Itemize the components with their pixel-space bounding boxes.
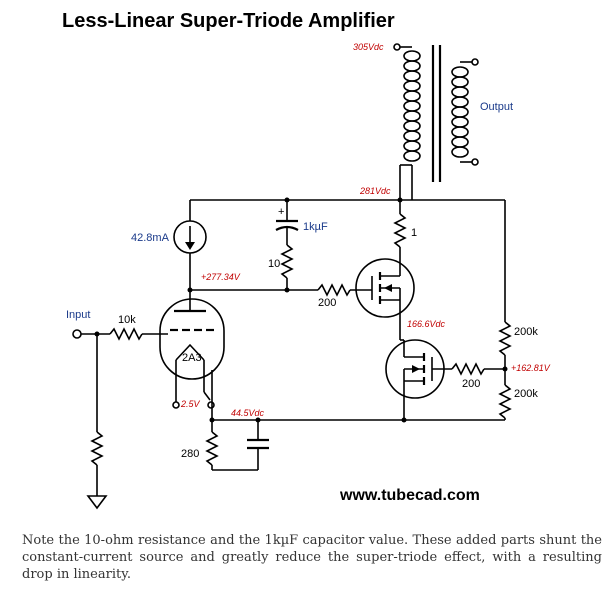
input-label: Input (66, 309, 90, 321)
output-transformer: 305Vdc (353, 42, 513, 200)
divider-top-value: 200k (514, 326, 538, 338)
website-url: www.tubecad.com (339, 487, 480, 504)
triode-2a3: 2A3 (159, 290, 225, 420)
figure-caption: Note the 10-ohm resistance and the 1kµF … (22, 533, 602, 582)
output-terminal-bottom (471, 158, 479, 166)
input-section: Input 10k (66, 309, 168, 510)
gate-resistor-lower: 200 (432, 362, 508, 390)
current-source-label: 42.8mA (131, 232, 170, 244)
input-jack (72, 329, 82, 339)
lower-mosfet (385, 339, 445, 420)
voltage-triode-plate: +277.34V (201, 272, 241, 282)
output-terminal-top (471, 58, 479, 66)
cathode-resistor: 280 (181, 420, 219, 470)
filament-terminal-left (172, 401, 180, 409)
voltage-divider: +162.81V (511, 363, 551, 373)
tube-type-label: 2A3 (182, 352, 202, 364)
input-resistor-value: 10k (118, 314, 136, 326)
current-source: 42.8mA (131, 200, 207, 290)
gate-resistor-lower-value: 200 (462, 378, 480, 390)
voltage-cathode: 44.5Vdc (231, 408, 265, 418)
diagram-title: Less-Linear Super-Triode Amplifier (62, 10, 395, 32)
filament-terminal-right (207, 401, 215, 409)
voltage-plate-node: 281Vdc (359, 186, 391, 196)
node-one-label: 1 (411, 227, 417, 239)
cap-plus-sign: + (278, 206, 284, 218)
voltage-b-plus: 305Vdc (353, 42, 384, 52)
divider-bottom-value: 200k (514, 388, 538, 400)
shunt-capacitor: + 1kµF (275, 200, 328, 245)
shunt-resistor: 10 (268, 244, 294, 290)
divider-resistor-top: 200k (498, 321, 538, 385)
schematic-diagram: Less-Linear Super-Triode Amplifier 305Vd… (62, 10, 551, 510)
primary-winding (403, 50, 421, 162)
shunt-resistor-value: 10 (268, 258, 280, 270)
divider-resistor-bottom: 200k (498, 384, 538, 420)
secondary-winding (451, 66, 469, 158)
cathode-capacitor (247, 420, 269, 470)
output-label: Output (480, 101, 513, 113)
b-plus-terminal (393, 43, 401, 51)
cathode-resistor-value: 280 (181, 448, 199, 460)
gate-resistor-upper-value: 200 (318, 297, 336, 309)
drain-resistor: 1 (393, 200, 417, 262)
gate-resistor-upper: 200 (317, 283, 372, 309)
voltage-filament: 2.5V (180, 399, 201, 409)
capacitor-value: 1kµF (303, 221, 328, 233)
upper-mosfet (355, 258, 415, 340)
voltage-mosfet-source: 166.6Vdc (407, 319, 446, 329)
ground-symbol (86, 495, 108, 510)
